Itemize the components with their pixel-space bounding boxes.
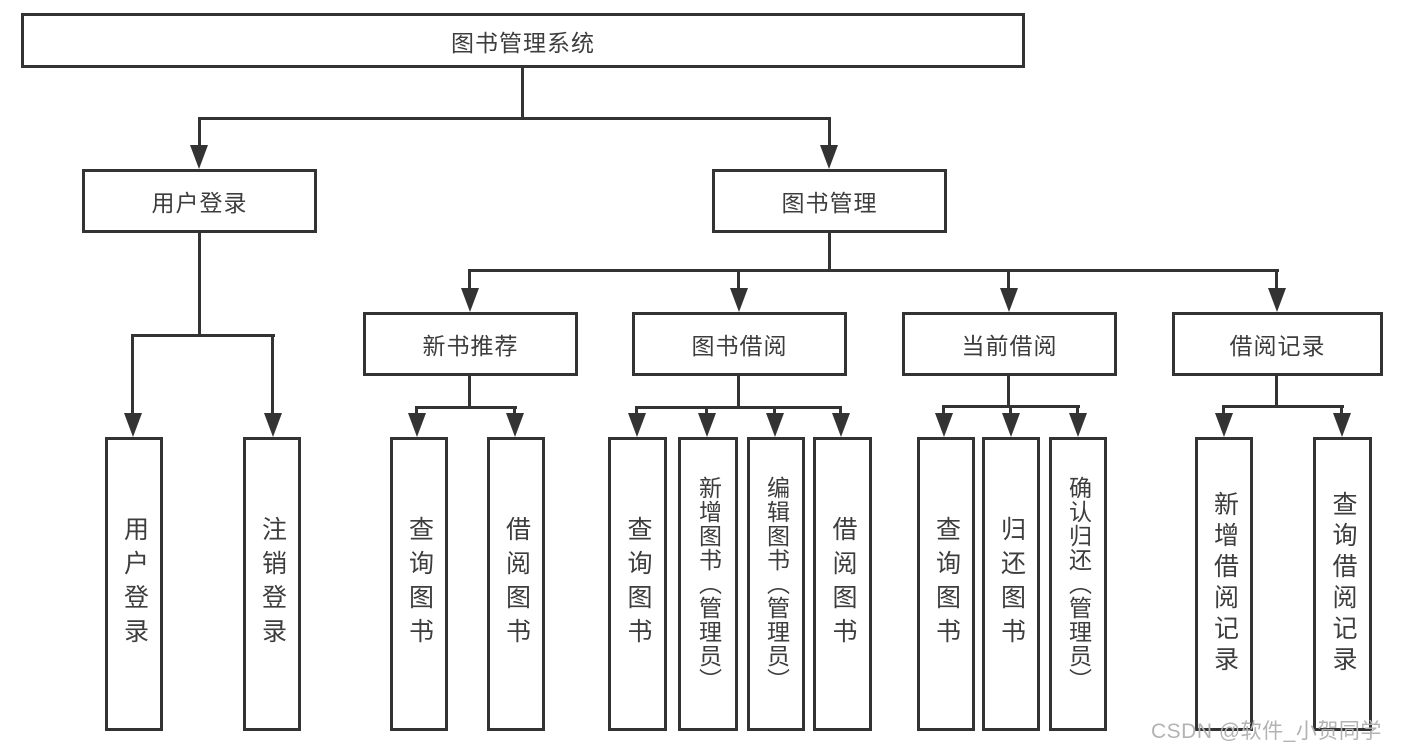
arrow-down-icon (628, 413, 646, 437)
node-book-borrow: 图书借阅 (632, 312, 847, 376)
arrow-down-icon (730, 288, 748, 312)
leaf-add-borrow-record: 新增借阅记录 (1195, 437, 1253, 731)
leaf-query-books-borrow: 查询图书 (608, 437, 667, 731)
arrow-down-icon (1002, 413, 1020, 437)
node-borrow-record: 借阅记录 (1172, 312, 1383, 376)
connector-root-stem (521, 68, 524, 119)
leaf-query-books-current: 查询图书 (917, 437, 975, 731)
leaf-label: 借阅图书 (829, 516, 857, 652)
connector-drop-current-borrow (1007, 269, 1010, 290)
arrow-down-icon (820, 145, 838, 169)
leaf-label: 查询图书 (624, 516, 652, 652)
connector-drop-logout-leaf (271, 334, 274, 415)
connector-drop (1222, 405, 1225, 416)
leaf-confirm-return-admin: 确认归还（管理员） (1049, 437, 1107, 731)
leaf-logout: 注销登录 (243, 437, 301, 731)
connector-drop (415, 406, 418, 416)
connector-drop (635, 406, 638, 416)
leaf-add-books-admin: 新增图书（管理员） (678, 437, 738, 731)
connector-drop (1340, 405, 1343, 416)
arrow-down-icon (124, 413, 142, 437)
leaf-edit-books-admin: 编辑图书（管理员） (747, 437, 805, 731)
leaf-label: 查询图书 (405, 516, 434, 652)
arrow-down-icon (1000, 288, 1018, 312)
csdn-watermark: CSDN @软件_小贺同学 (1151, 720, 1382, 743)
node-new-book-recommend: 新书推荐 (363, 312, 578, 376)
connector-drop (942, 405, 945, 416)
node-label: 当前借阅 (961, 333, 1058, 359)
arrow-down-icon (766, 413, 784, 437)
connector-drop-book-management (828, 117, 831, 147)
connector-drop-user-login (198, 117, 201, 147)
arrow-down-icon (935, 413, 953, 437)
node-book-management: 图书管理 (712, 169, 947, 233)
connector-drop (513, 406, 516, 416)
connector-drop-new-book (468, 269, 471, 290)
node-current-borrow: 当前借阅 (902, 312, 1117, 376)
connector-book-mgmt-stem (828, 233, 831, 272)
node-label: 图书管理 (781, 190, 878, 216)
leaf-label: 借阅图书 (502, 516, 531, 652)
arrow-down-icon (1215, 413, 1233, 437)
connector-borrow-record-rail (1222, 405, 1344, 408)
leaf-label: 新增图书（管理员） (695, 476, 722, 692)
connector-drop-login-leaf (131, 334, 134, 415)
connector-drop (1009, 405, 1012, 416)
arrow-down-icon (408, 413, 426, 437)
leaf-user-login: 用户登录 (105, 437, 163, 731)
arrow-down-icon (461, 288, 479, 312)
node-label: 图书借阅 (691, 333, 788, 359)
node-label: 借阅记录 (1229, 333, 1326, 359)
connector-book-borrow-rail (635, 406, 842, 409)
leaf-borrow-books: 借阅图书 (813, 437, 872, 731)
connector-drop (839, 406, 842, 416)
arrow-down-icon (190, 145, 208, 169)
node-system-root: 图书管理系统 (21, 13, 1025, 68)
arrow-down-icon (1069, 413, 1087, 437)
arrow-down-icon (506, 413, 524, 437)
arrow-down-icon (832, 413, 850, 437)
node-label: 图书管理系统 (451, 29, 595, 56)
leaf-label: 注销登录 (258, 516, 287, 652)
arrow-down-icon (1268, 288, 1286, 312)
connector-drop (1076, 405, 1079, 416)
connector-new-book-rail (415, 406, 517, 409)
leaf-label: 新增借阅记录 (1210, 491, 1239, 677)
leaf-label: 编辑图书（管理员） (763, 476, 790, 692)
leaf-label: 确认归还（管理员） (1065, 476, 1092, 692)
leaf-return-books: 归还图书 (982, 437, 1040, 731)
leaf-label: 用户登录 (120, 516, 149, 652)
connector-user-login-stem (198, 233, 201, 337)
connector-current-borrow-stem (1007, 376, 1010, 407)
connector-borrow-record-stem (1275, 376, 1278, 407)
leaf-query-borrow-record: 查询借阅记录 (1313, 437, 1372, 731)
leaf-label: 归还图书 (997, 516, 1026, 652)
connector-drop (705, 406, 708, 416)
leaf-label: 查询图书 (932, 516, 961, 652)
connector-drop (773, 406, 776, 416)
leaf-borrow-books-recommend: 借阅图书 (487, 437, 545, 731)
connector-book-borrow-stem (737, 376, 740, 409)
arrow-down-icon (698, 413, 716, 437)
connector-drop-borrow-record (1275, 269, 1278, 290)
connector-book-mgmt-rail (468, 269, 1279, 272)
connector-user-login-rail (131, 334, 275, 337)
node-label: 新书推荐 (422, 333, 519, 359)
leaf-label: 查询借阅记录 (1329, 491, 1357, 677)
arrow-down-icon (1333, 413, 1351, 437)
leaf-query-books-recommend: 查询图书 (390, 437, 448, 731)
connector-new-book-stem (468, 376, 471, 409)
connector-drop-book-borrow (737, 269, 740, 290)
connector-root-rail (198, 117, 831, 120)
arrow-down-icon (264, 413, 282, 437)
node-user-login: 用户登录 (82, 169, 317, 233)
node-label: 用户登录 (151, 190, 248, 216)
